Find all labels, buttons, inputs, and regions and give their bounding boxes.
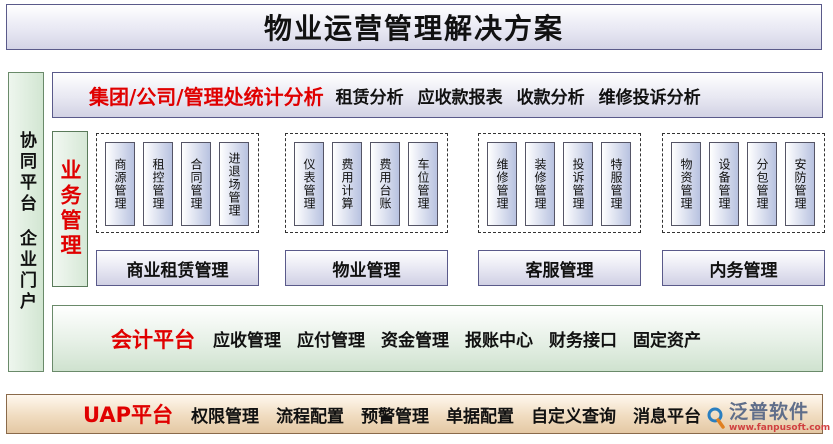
module-box: 商源管理 xyxy=(105,142,135,226)
watermark-url: www.fanpusoft.com xyxy=(729,423,831,433)
analysis-item: 租赁分析 xyxy=(335,87,404,108)
module-box: 租控管理 xyxy=(143,142,173,226)
uap-item: 权限管理 xyxy=(191,406,260,427)
module-box: 分包管理 xyxy=(747,142,777,226)
business-management-label: 业务管理 xyxy=(52,131,88,287)
watermark-brand: 泛普软件 xyxy=(729,401,810,423)
accounting-title: 会计平台 xyxy=(111,327,195,352)
collaboration-portal-column: 协同平台 企业门户 xyxy=(8,72,44,372)
module-group-customer-service: 维修管理 装修管理 投诉管理 特服管理 xyxy=(478,133,641,233)
uap-item: 单据配置 xyxy=(446,406,515,427)
module-label: 进退场管理 xyxy=(227,151,241,217)
accounting-item: 固定资产 xyxy=(633,331,701,351)
module-label: 合同管理 xyxy=(189,158,203,210)
enterprise-portal-label: 企业门户 xyxy=(16,229,36,313)
module-group-property: 仪表管理 费用计算 费用台账 车位管理 xyxy=(285,133,448,233)
uap-item: 预警管理 xyxy=(361,406,430,427)
module-box: 费用台账 xyxy=(370,142,400,226)
module-label: 维修管理 xyxy=(495,158,509,210)
magnifier-logo-icon xyxy=(707,407,725,429)
module-label: 费用计算 xyxy=(340,158,354,210)
group-label-commercial-leasing: 商业租赁管理 xyxy=(96,250,259,286)
module-label: 物资管理 xyxy=(679,158,693,210)
group-label-internal-affairs: 内务管理 xyxy=(662,250,825,286)
module-label: 装修管理 xyxy=(533,158,547,210)
group-label-property: 物业管理 xyxy=(285,250,448,286)
module-box: 合同管理 xyxy=(181,142,211,226)
accounting-item: 应付管理 xyxy=(297,331,365,351)
module-label: 分包管理 xyxy=(755,158,769,210)
module-box: 投诉管理 xyxy=(563,142,593,226)
analysis-item: 收款分析 xyxy=(516,87,585,108)
uap-platform-bar: UAP平台 权限管理 流程配置 预警管理 单据配置 自定义查询 消息平台 xyxy=(6,394,823,434)
module-label: 费用台账 xyxy=(378,158,392,210)
uap-item: 流程配置 xyxy=(276,406,345,427)
module-box: 特服管理 xyxy=(601,142,631,226)
module-label: 安防管理 xyxy=(793,158,807,210)
watermark-logo: 泛普软件 www.fanpusoft.com xyxy=(706,398,831,438)
group-label-customer-service: 客服管理 xyxy=(478,250,641,286)
module-box: 仪表管理 xyxy=(294,142,324,226)
analysis-item: 应收款报表 xyxy=(417,87,503,108)
module-box: 进退场管理 xyxy=(219,142,249,226)
module-box: 安防管理 xyxy=(785,142,815,226)
module-box: 费用计算 xyxy=(332,142,362,226)
accounting-platform-bar: 会计平台 应收管理 应付管理 资金管理 报账中心 财务接口 固定资产 xyxy=(52,305,823,372)
module-label: 特服管理 xyxy=(609,158,623,210)
collaboration-platform-label: 协同平台 xyxy=(16,131,36,215)
statistics-analysis-bar: 集团/公司/管理处统计分析 租赁分析 应收款报表 收款分析 维修投诉分析 xyxy=(52,72,823,118)
module-label: 投诉管理 xyxy=(571,158,585,210)
module-box: 设备管理 xyxy=(709,142,739,226)
uap-item: 自定义查询 xyxy=(531,406,617,427)
module-group-internal-affairs: 物资管理 设备管理 分包管理 安防管理 xyxy=(662,133,825,233)
module-label: 仪表管理 xyxy=(302,158,316,210)
accounting-item: 报账中心 xyxy=(465,331,533,351)
accounting-item: 资金管理 xyxy=(381,331,449,351)
module-group-commercial-leasing: 商源管理 租控管理 合同管理 进退场管理 xyxy=(96,133,259,233)
uap-title: UAP平台 xyxy=(83,403,174,427)
module-box: 车位管理 xyxy=(408,142,438,226)
analysis-title: 集团/公司/管理处统计分析 xyxy=(89,84,324,109)
module-box: 物资管理 xyxy=(671,142,701,226)
module-box: 装修管理 xyxy=(525,142,555,226)
accounting-item: 应收管理 xyxy=(213,331,281,351)
module-label: 设备管理 xyxy=(717,158,731,210)
uap-item: 消息平台 xyxy=(633,406,702,427)
page-title: 物业运营管理解决方案 xyxy=(6,4,822,50)
analysis-item: 维修投诉分析 xyxy=(598,87,701,108)
module-label: 车位管理 xyxy=(416,158,430,210)
business-management-text: 业务管理 xyxy=(58,159,82,259)
module-label: 商源管理 xyxy=(113,158,127,210)
module-box: 维修管理 xyxy=(487,142,517,226)
accounting-item: 财务接口 xyxy=(549,331,617,351)
module-label: 租控管理 xyxy=(151,158,165,210)
